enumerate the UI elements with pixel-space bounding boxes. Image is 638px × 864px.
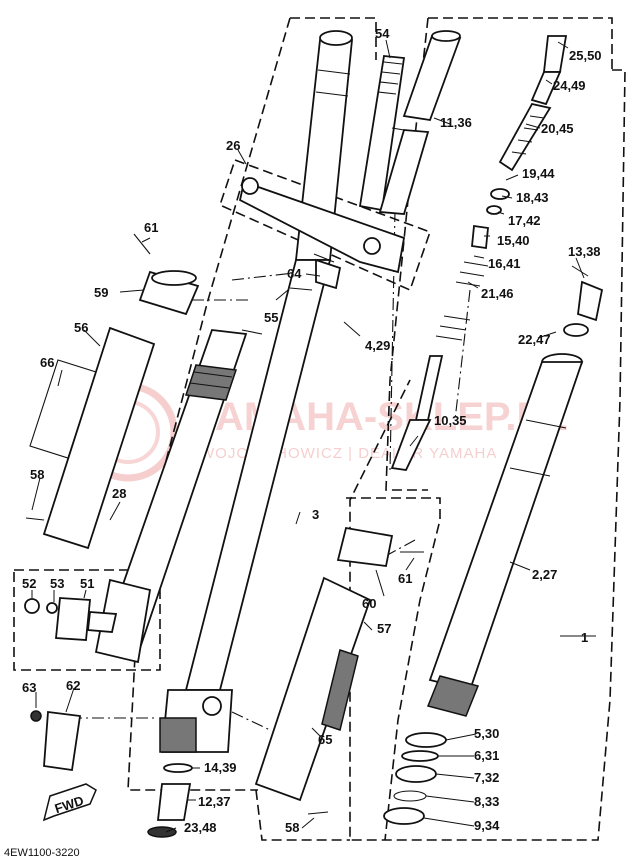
callout-19-44: 19,44 [522, 166, 555, 181]
watermark: YAMAHA-SKLEP.PL WOJCIECHOWICZ | DEALER Y… [78, 382, 568, 482]
cartridge-parts [378, 30, 462, 215]
outer-tube-right [426, 353, 584, 717]
fork-protector-left [29, 326, 156, 550]
callout-4-29: 4,29 [365, 338, 390, 353]
bolts [25, 233, 424, 815]
caliper-parts [24, 597, 118, 641]
fork-protector-right [254, 526, 394, 802]
callout-54: 54 [375, 26, 390, 41]
callout-22-47: 22,47 [518, 332, 551, 347]
callout-12-37: 12,37 [198, 794, 231, 809]
callout-9-34: 9,34 [474, 818, 500, 833]
callout-7-32: 7,32 [474, 770, 499, 785]
callout-66: 66 [40, 355, 54, 370]
callout-60: 60 [362, 596, 376, 611]
callout-53: 53 [50, 576, 64, 591]
callout-20-45: 20,45 [541, 121, 574, 136]
fork-cap [563, 280, 604, 337]
callout-3: 3 [312, 507, 319, 522]
fwd-direction-badge: FWD [42, 783, 97, 822]
holder-clamp [138, 270, 200, 316]
callout-52: 52 [22, 576, 36, 591]
callout-61-top: 61 [144, 220, 158, 235]
callout-8-33: 8,33 [474, 794, 499, 809]
callout-14-39: 14,39 [204, 760, 237, 775]
callout-59: 59 [94, 285, 108, 300]
callout-65: 65 [318, 732, 332, 747]
callout-58-left: 58 [30, 467, 44, 482]
callout-62: 62 [66, 678, 80, 693]
bottom-fittings [147, 763, 193, 838]
callout-58-bottom: 58 [285, 820, 299, 835]
callout-57: 57 [377, 621, 391, 636]
callout-labels: 54 25,50 24,49 11,36 20,45 26 19,44 18,4… [22, 26, 602, 835]
callout-25-50: 25,50 [569, 48, 602, 63]
callout-24-49: 24,49 [553, 78, 586, 93]
callout-61-mid: 61 [398, 571, 412, 586]
callout-11-36: 11,36 [440, 115, 472, 130]
callout-64: 64 [287, 266, 302, 281]
seal-stack [383, 732, 447, 825]
watermark-title: YAMAHA-SKLEP.PL [192, 395, 568, 439]
callout-15-40: 15,40 [497, 233, 530, 248]
callout-13-38: 13,38 [568, 244, 601, 259]
callout-21-46: 21,46 [481, 286, 514, 301]
callout-18-43: 18,43 [516, 190, 549, 205]
leader-lines [31, 39, 596, 833]
callout-63: 63 [22, 680, 36, 695]
callout-6-31: 6,31 [474, 748, 499, 763]
fork-bracket [238, 177, 406, 290]
callout-26: 26 [226, 138, 240, 153]
group-outlines [13, 17, 626, 841]
callout-55: 55 [264, 310, 278, 325]
callout-28: 28 [112, 486, 126, 501]
callout-17-42: 17,42 [508, 213, 541, 228]
outer-tube-left [94, 329, 248, 664]
hose-guide [30, 710, 82, 772]
callout-5-30: 5,30 [474, 726, 499, 741]
callout-56: 56 [74, 320, 88, 335]
callout-2-27: 2,27 [532, 567, 557, 582]
axle-holder [159, 689, 233, 753]
callout-1: 1 [581, 630, 588, 645]
callout-51: 51 [80, 576, 94, 591]
callout-10-35: 10,35 [434, 413, 467, 428]
drawing-code: 4EW1100-3220 [4, 847, 80, 859]
callout-23-48: 23,48 [184, 820, 217, 835]
callout-16-41: 16,41 [488, 256, 521, 271]
